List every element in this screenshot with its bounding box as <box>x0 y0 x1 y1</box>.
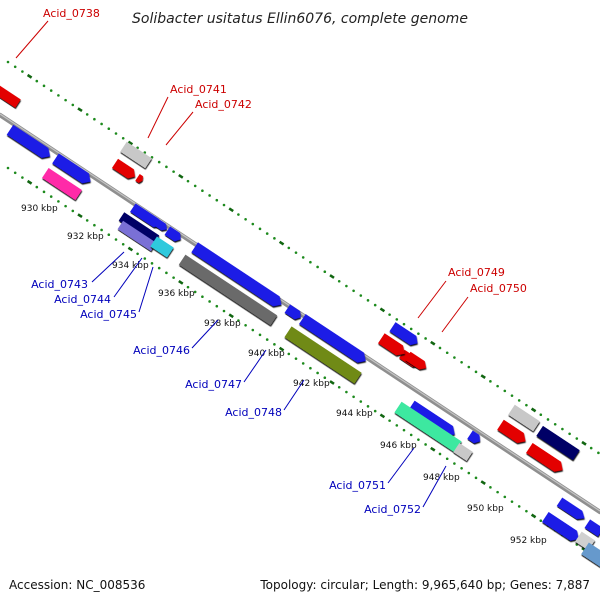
gene-label[interactable]: Acid_0742 <box>195 98 252 111</box>
gene-acid-0741[interactable]: Acid_0741 <box>120 83 227 169</box>
gene-block[interactable] <box>556 497 588 523</box>
kbp-tick-label: 948 kbp <box>423 473 460 483</box>
gene-shape[interactable] <box>453 442 473 462</box>
callout-line <box>138 266 154 313</box>
kbp-tick-label: 952 kbp <box>510 536 547 546</box>
gene-block[interactable] <box>130 203 164 230</box>
callout-line <box>191 319 219 349</box>
lower-guide-line <box>6 166 600 561</box>
gene-acid-0738[interactable]: Acid_0738 <box>15 7 100 59</box>
gene-block[interactable] <box>299 314 369 366</box>
gene-shape[interactable] <box>389 322 420 348</box>
gene-acid-0748[interactable]: Acid_0748 <box>225 326 362 419</box>
gene-block[interactable] <box>118 212 160 244</box>
gene-features <box>0 83 600 568</box>
gene-shape[interactable] <box>178 254 278 326</box>
gene-acid-0751[interactable]: Acid_0751 <box>329 401 462 492</box>
gene-block[interactable] <box>154 219 169 232</box>
accession-text: Accession: NC_008536 <box>9 578 146 592</box>
gene-label[interactable]: Acid_0749 <box>448 266 505 279</box>
gene-label[interactable]: Acid_0750 <box>470 282 527 295</box>
callout-line <box>422 465 447 508</box>
gene-acid-0743[interactable]: Acid_0743 <box>31 220 157 291</box>
gene-shape[interactable] <box>120 141 152 169</box>
gene-block[interactable] <box>0 83 21 108</box>
gene-shape[interactable] <box>111 158 138 181</box>
gene-block[interactable] <box>6 124 54 161</box>
gene-acid-0752[interactable]: Acid_0752 <box>364 442 473 516</box>
upper-guide-line <box>6 60 600 455</box>
kbp-tick-label: 934 kbp <box>112 261 149 271</box>
gene-label[interactable]: Acid_0748 <box>225 406 282 419</box>
kbp-tick-label: 930 kbp <box>21 204 58 214</box>
gene-acid-0750[interactable]: Acid_0750 <box>405 282 527 372</box>
gene-shape[interactable] <box>117 220 157 252</box>
kbp-tick-labels: 930 kbp 932 kbp 934 kbp 936 kbp 938 kbp 940 k… <box>21 204 547 546</box>
callout-line <box>283 379 305 411</box>
callout-line <box>387 447 415 484</box>
labeled-genes: Acid_0738Acid_0741Acid_0742Acid_0749Acid… <box>15 7 527 516</box>
gene-label[interactable]: Acid_0738 <box>43 7 100 20</box>
map-title: Solibacter usitatus Ellin6076, complete … <box>132 11 468 27</box>
gene-block[interactable] <box>542 511 582 544</box>
gene-label[interactable]: Acid_0751 <box>329 479 386 492</box>
callout-line <box>165 111 194 146</box>
gene-block[interactable] <box>164 226 184 243</box>
callout-line <box>113 257 143 298</box>
gene-shape[interactable] <box>394 401 462 453</box>
kbp-tick-label: 950 kbp <box>467 504 504 514</box>
gene-block[interactable] <box>536 425 580 461</box>
gene-block[interactable] <box>497 419 529 447</box>
gene-block[interactable] <box>284 304 304 321</box>
kbp-tick-label: 944 kbp <box>336 409 373 419</box>
gene-acid-0746[interactable]: Acid_0746 <box>133 254 278 357</box>
gene-label[interactable]: Acid_0744 <box>54 293 111 306</box>
gene-block[interactable] <box>52 153 94 186</box>
callout-line <box>147 96 169 139</box>
gene-label[interactable]: Acid_0752 <box>364 503 421 516</box>
gene-block[interactable] <box>42 167 82 201</box>
kbp-tick-label: 936 kbp <box>158 289 195 299</box>
gene-block[interactable] <box>378 333 408 358</box>
kbp-tick-label: 942 kbp <box>293 379 330 389</box>
gene-label[interactable]: Acid_0743 <box>31 278 88 291</box>
gene-acid-0747[interactable]: Acid_0747 <box>185 349 267 391</box>
gene-label[interactable]: Acid_0741 <box>170 83 227 96</box>
gene-acid-0742[interactable]: Acid_0742 <box>111 98 252 181</box>
gene-block[interactable] <box>581 542 600 568</box>
callout-line <box>15 20 49 59</box>
gene-label[interactable]: Acid_0746 <box>133 344 190 357</box>
gene-block[interactable] <box>508 404 540 432</box>
gene-shape[interactable] <box>405 351 429 372</box>
callout-line <box>243 349 267 383</box>
gene-block[interactable] <box>191 242 284 309</box>
gene-label[interactable]: Acid_0745 <box>80 308 137 321</box>
kbp-tick-label: 938 kbp <box>204 319 241 329</box>
gene-acid-0745[interactable]: Acid_0745 <box>80 266 154 321</box>
gene-block[interactable] <box>408 400 458 440</box>
gene-block[interactable] <box>467 430 483 446</box>
gene-acid-0744[interactable]: Acid_0744 <box>54 236 174 306</box>
gene-acid-0749[interactable]: Acid_0749 <box>389 266 505 348</box>
gene-label[interactable]: Acid_0747 <box>185 378 242 391</box>
kbp-tick-label: 940 kbp <box>248 349 285 359</box>
callout-line <box>91 251 125 283</box>
gene-block[interactable] <box>135 174 144 184</box>
gene-shape[interactable] <box>284 326 362 384</box>
topology-text: Topology: circular; Length: 9,965,640 bp… <box>260 578 590 592</box>
gene-shape[interactable] <box>150 236 174 258</box>
kbp-tick-label: 932 kbp <box>67 232 104 242</box>
gene-block[interactable] <box>584 519 600 537</box>
gene-block[interactable] <box>526 442 566 475</box>
callout-line <box>417 280 447 319</box>
kbp-tick-label: 946 kbp <box>380 441 417 451</box>
callout-line <box>441 296 469 333</box>
